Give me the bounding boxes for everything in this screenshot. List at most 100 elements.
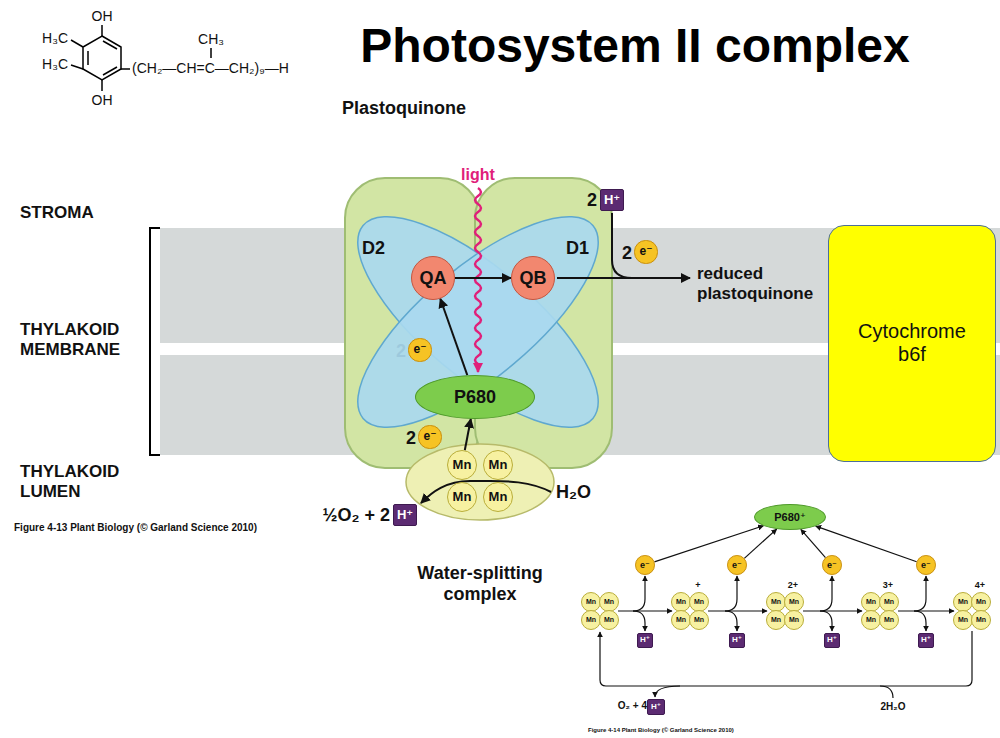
water-oxidation-arrow [421, 481, 551, 503]
node-text: e⁻ [827, 560, 837, 570]
double-bond [87, 51, 89, 65]
label-anchor: H₃C [42, 30, 68, 46]
complex-name: Water-splitting complex [405, 563, 555, 604]
node-text: Mn [866, 598, 876, 606]
cycle-arrow [618, 610, 672, 611]
product-label: ½O₂ + 2 [322, 505, 390, 526]
node-text: Mn [771, 598, 781, 606]
electron-transfer-arrow [654, 526, 763, 562]
node-text: QB [520, 268, 547, 289]
node-text: Mn [694, 598, 704, 606]
manganese-ion: Mn [447, 450, 477, 480]
label-anchor: 3+ [883, 580, 893, 590]
substrate-label: H₂O [556, 482, 591, 503]
manganese-ion: Mn [483, 482, 513, 512]
quinone-site: QA [411, 256, 455, 300]
label-anchor: THYLAKOID LUMEN [20, 462, 145, 501]
benzene-ring [83, 36, 121, 80]
label-anchor: 2 [622, 243, 632, 264]
node-text: Mn [586, 598, 596, 606]
water-splitting-complex [406, 444, 554, 520]
manganese-ion: Mn [483, 450, 513, 480]
label-anchor: STROMA [20, 203, 94, 223]
proton-box: H⁺ [637, 633, 653, 648]
charge-label: 3+ [883, 580, 893, 590]
chemical-group: CH₃ [198, 31, 224, 47]
proton-branch [725, 611, 737, 631]
electron-transfer-arrow [744, 529, 776, 558]
label-anchor: 4+ [975, 580, 985, 590]
node-text: e⁻ [639, 245, 652, 259]
manganese-ion: Mn [599, 610, 619, 630]
proton-branch [633, 611, 645, 631]
node-text: Mn [789, 598, 799, 606]
region-label: THYLAKOID MEMBRANE [20, 320, 145, 359]
node-text: Mn [884, 616, 894, 624]
electron-branch [633, 576, 645, 611]
proton-branch [914, 611, 926, 631]
node-text: Mn [453, 490, 472, 505]
light-label: light [461, 166, 495, 184]
charge-label: 4+ [975, 580, 985, 590]
electron-transfer-arrow [455, 277, 511, 279]
label-anchor: THYLAKOID MEMBRANE [20, 320, 145, 359]
proton-box: H⁺ [393, 504, 417, 526]
node-text: H⁺ [827, 635, 837, 644]
plastoquinone-structure [71, 25, 211, 91]
label-anchor: OH [92, 8, 113, 24]
proton-box: H⁺ [647, 699, 665, 715]
node-text: Cytochrome b6f [852, 320, 972, 366]
node-text: Mn [976, 598, 986, 606]
membrane-bracket [150, 228, 160, 455]
node-text: H⁺ [604, 193, 620, 208]
substrate-label: 2H₂O [880, 701, 905, 713]
electron-transfer-arrow [816, 526, 917, 562]
node-text: Mn [586, 616, 596, 624]
manganese-ion: Mn [784, 610, 804, 630]
cycle-arrow [708, 610, 767, 611]
reaction-center: P680⁺ [754, 504, 826, 530]
node-text: Mn [884, 598, 894, 606]
node-text: P680 [454, 387, 496, 408]
stoichiometry: 2 [587, 190, 597, 211]
manganese-ion: Mn [971, 610, 991, 630]
node-text: Mn [489, 458, 508, 473]
node-text: Mn [771, 616, 781, 624]
node-text: Mn [604, 616, 614, 624]
label-anchor: Water-splitting complex [405, 563, 555, 604]
charge-label: + [695, 580, 700, 590]
quinone-site: QB [511, 256, 555, 300]
node-text: D2 [362, 238, 385, 259]
node-text: H⁺ [921, 635, 931, 644]
label-anchor: Figure 4-13 Plant Biology (© Garland Sci… [14, 522, 257, 534]
node-text: Mn [958, 616, 968, 624]
chemical-group: OH [92, 92, 113, 108]
label-anchor: Figure 4-14 Plant Biology (© Garland Sci… [588, 727, 734, 734]
electron-branch [725, 576, 737, 611]
node-text: Mn [694, 616, 704, 624]
proton-branch [820, 611, 832, 631]
electron-circle: e⁻ [822, 555, 842, 575]
reaction-center: P680 [415, 375, 535, 419]
node-text: P680⁺ [774, 511, 806, 524]
s-state-cycle [600, 576, 972, 698]
node-text: Mn [676, 598, 686, 606]
charge-label: 2+ [788, 580, 798, 590]
title: Photosystem II complex [360, 18, 910, 73]
node-text: H⁺ [732, 635, 742, 644]
figure-credit: Figure 4-13 Plant Biology (© Garland Sci… [14, 522, 257, 534]
subunit-ellipse [328, 183, 629, 460]
label-anchor: Plastoquinone [342, 98, 466, 119]
label-anchor: (CH₂—CH=C—CH₂)₉—H [132, 60, 289, 76]
stoichiometry: 2 [622, 243, 632, 264]
node-text: e⁻ [413, 343, 426, 357]
region-label: STROMA [20, 203, 94, 223]
node-text: QA [420, 268, 447, 289]
node-text: e⁻ [423, 430, 436, 444]
connectors [440, 278, 916, 562]
oxygen-release [655, 686, 680, 697]
node-text: Mn [489, 490, 508, 505]
cytochrome-complex: Cytochrome b6f [828, 225, 996, 462]
node-text: Mn [866, 616, 876, 624]
